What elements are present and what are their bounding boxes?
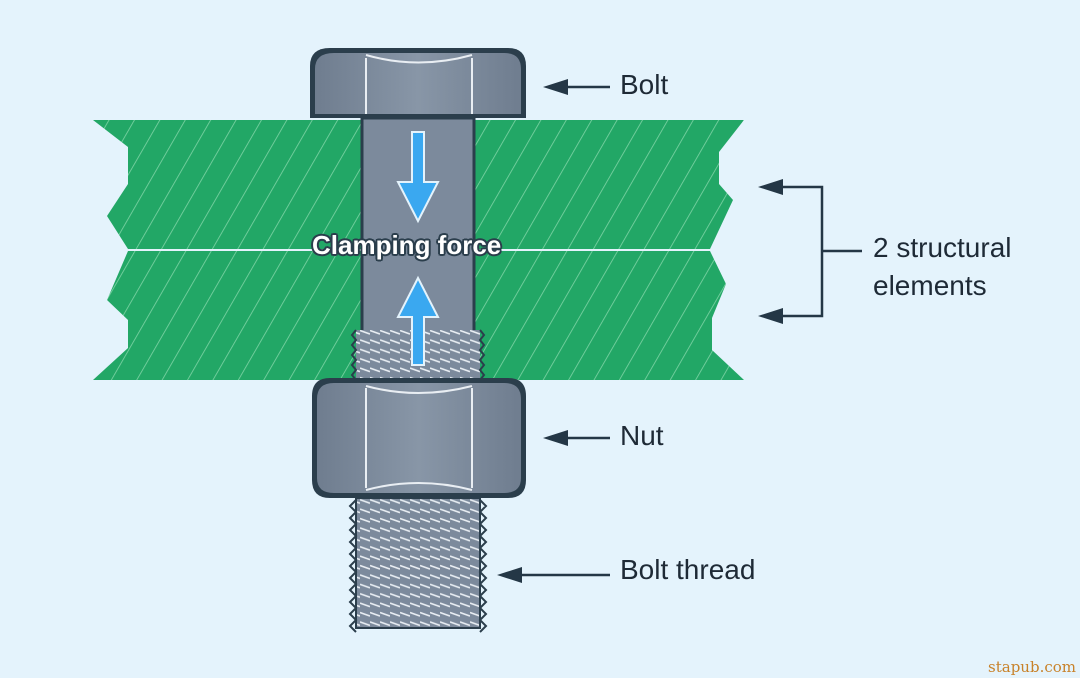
nut (312, 378, 526, 498)
bolt-head (310, 48, 526, 118)
arrow-down-icon (396, 131, 440, 224)
bolt-thread-label: Bolt thread (620, 554, 756, 585)
structural-elements-label: 2 structural elements (873, 229, 1012, 305)
structural-label-line1: 2 structural (873, 232, 1012, 263)
source-credit: stapub.com (988, 658, 1076, 676)
bolt-leader-arrow (543, 79, 610, 95)
nut-label: Nut (620, 420, 664, 451)
structural-label-line2: elements (873, 270, 987, 301)
arrow-up-icon (396, 275, 440, 366)
clamping-force-label: Clamping force (312, 230, 502, 260)
upper-plate (93, 120, 744, 249)
bolt-thread (348, 497, 488, 633)
structural-leader-bracket (758, 179, 862, 324)
lower-plate (93, 251, 744, 380)
thread-leader-arrow (497, 567, 610, 583)
nut-leader-arrow (543, 430, 610, 446)
bolt-label: Bolt (620, 69, 669, 100)
